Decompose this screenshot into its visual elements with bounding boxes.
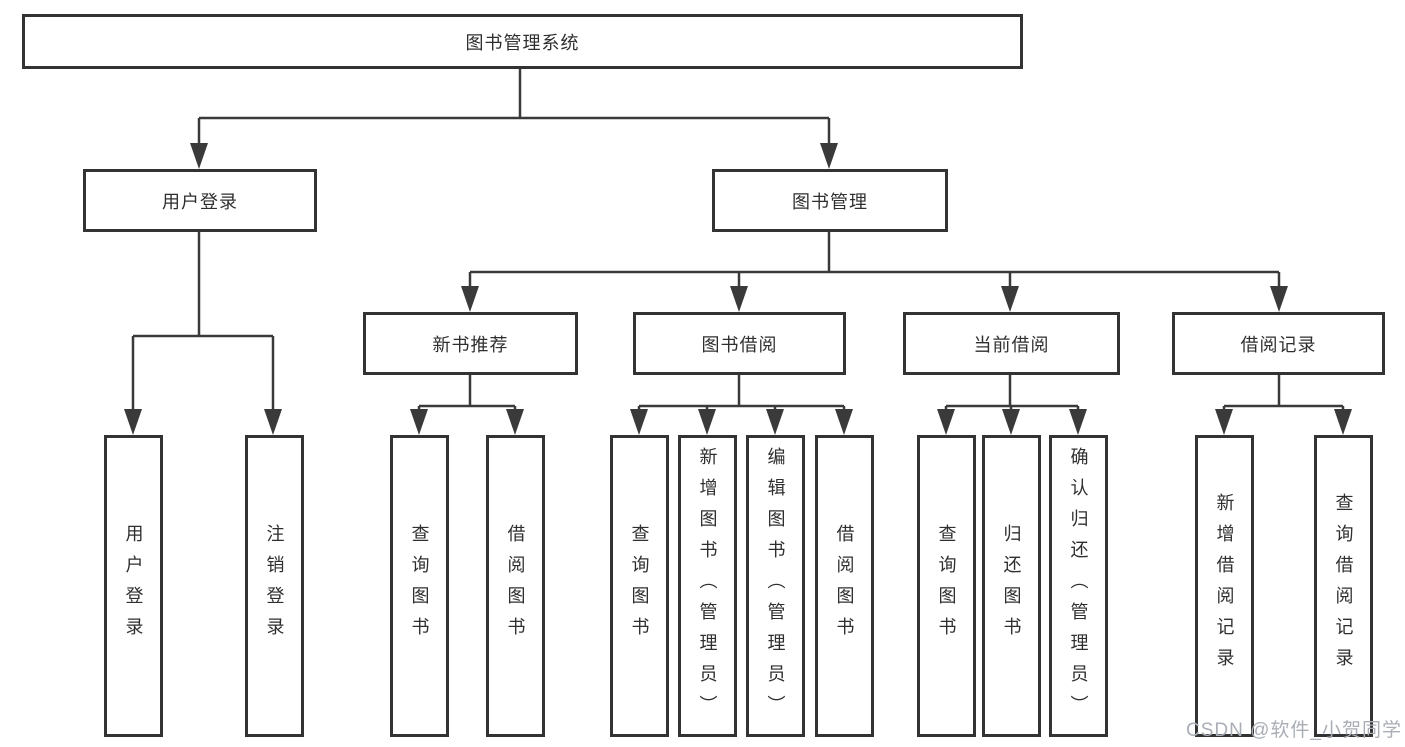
leaf-query-books-3: 查询图书 [917, 435, 976, 737]
node-borrowing-records: 借阅记录 [1172, 312, 1385, 375]
node-label: 注销登录 [264, 524, 285, 648]
node-label: 查询图书 [936, 524, 957, 648]
node-label: 当前借阅 [973, 334, 1050, 355]
node-label: 借阅图书 [505, 524, 526, 648]
node-label: 用户登录 [123, 524, 144, 648]
node-label: 新增借阅记录 [1214, 493, 1235, 679]
node-label: 图书管理系统 [465, 32, 580, 53]
node-label: 新增图书（管理员） [697, 446, 718, 726]
node-label: 查询图书 [409, 524, 430, 648]
leaf-add-books-admin: 新增图书（管理员） [678, 435, 737, 737]
node-book-borrowing: 图书借阅 [633, 312, 846, 375]
node-label: 查询图书 [629, 524, 650, 648]
node-user-login: 用户登录 [83, 169, 317, 232]
leaf-query-books-1: 查询图书 [390, 435, 449, 737]
node-label: 归还图书 [1001, 524, 1022, 648]
leaf-add-borrow-record: 新增借阅记录 [1195, 435, 1254, 737]
node-root-system: 图书管理系统 [22, 14, 1023, 69]
node-label: 确认归还（管理员） [1068, 446, 1089, 726]
leaf-edit-books-admin: 编辑图书（管理员） [746, 435, 805, 737]
leaf-borrow-books-2: 借阅图书 [815, 435, 874, 737]
node-label: 新书推荐 [432, 334, 509, 355]
leaf-query-borrow-record: 查询借阅记录 [1314, 435, 1373, 737]
node-label: 编辑图书（管理员） [765, 446, 786, 726]
leaf-logout: 注销登录 [245, 435, 304, 737]
csdn-watermark: CSDN @软件_小贺同学 [1186, 720, 1402, 741]
node-label: 借阅记录 [1240, 334, 1317, 355]
node-label: 借阅图书 [834, 524, 855, 648]
node-label: 用户登录 [162, 191, 238, 212]
node-new-book-recommend: 新书推荐 [363, 312, 578, 375]
node-current-borrowing: 当前借阅 [903, 312, 1120, 375]
leaf-confirm-return-admin: 确认归还（管理员） [1049, 435, 1108, 737]
node-label: 图书管理 [792, 191, 868, 212]
leaf-return-books: 归还图书 [982, 435, 1041, 737]
leaf-user-login: 用户登录 [104, 435, 163, 737]
leaf-query-books-2: 查询图书 [610, 435, 669, 737]
node-label: 图书借阅 [701, 334, 778, 355]
node-book-management: 图书管理 [712, 169, 948, 232]
node-label: 查询借阅记录 [1333, 493, 1354, 679]
leaf-borrow-books-1: 借阅图书 [486, 435, 545, 737]
